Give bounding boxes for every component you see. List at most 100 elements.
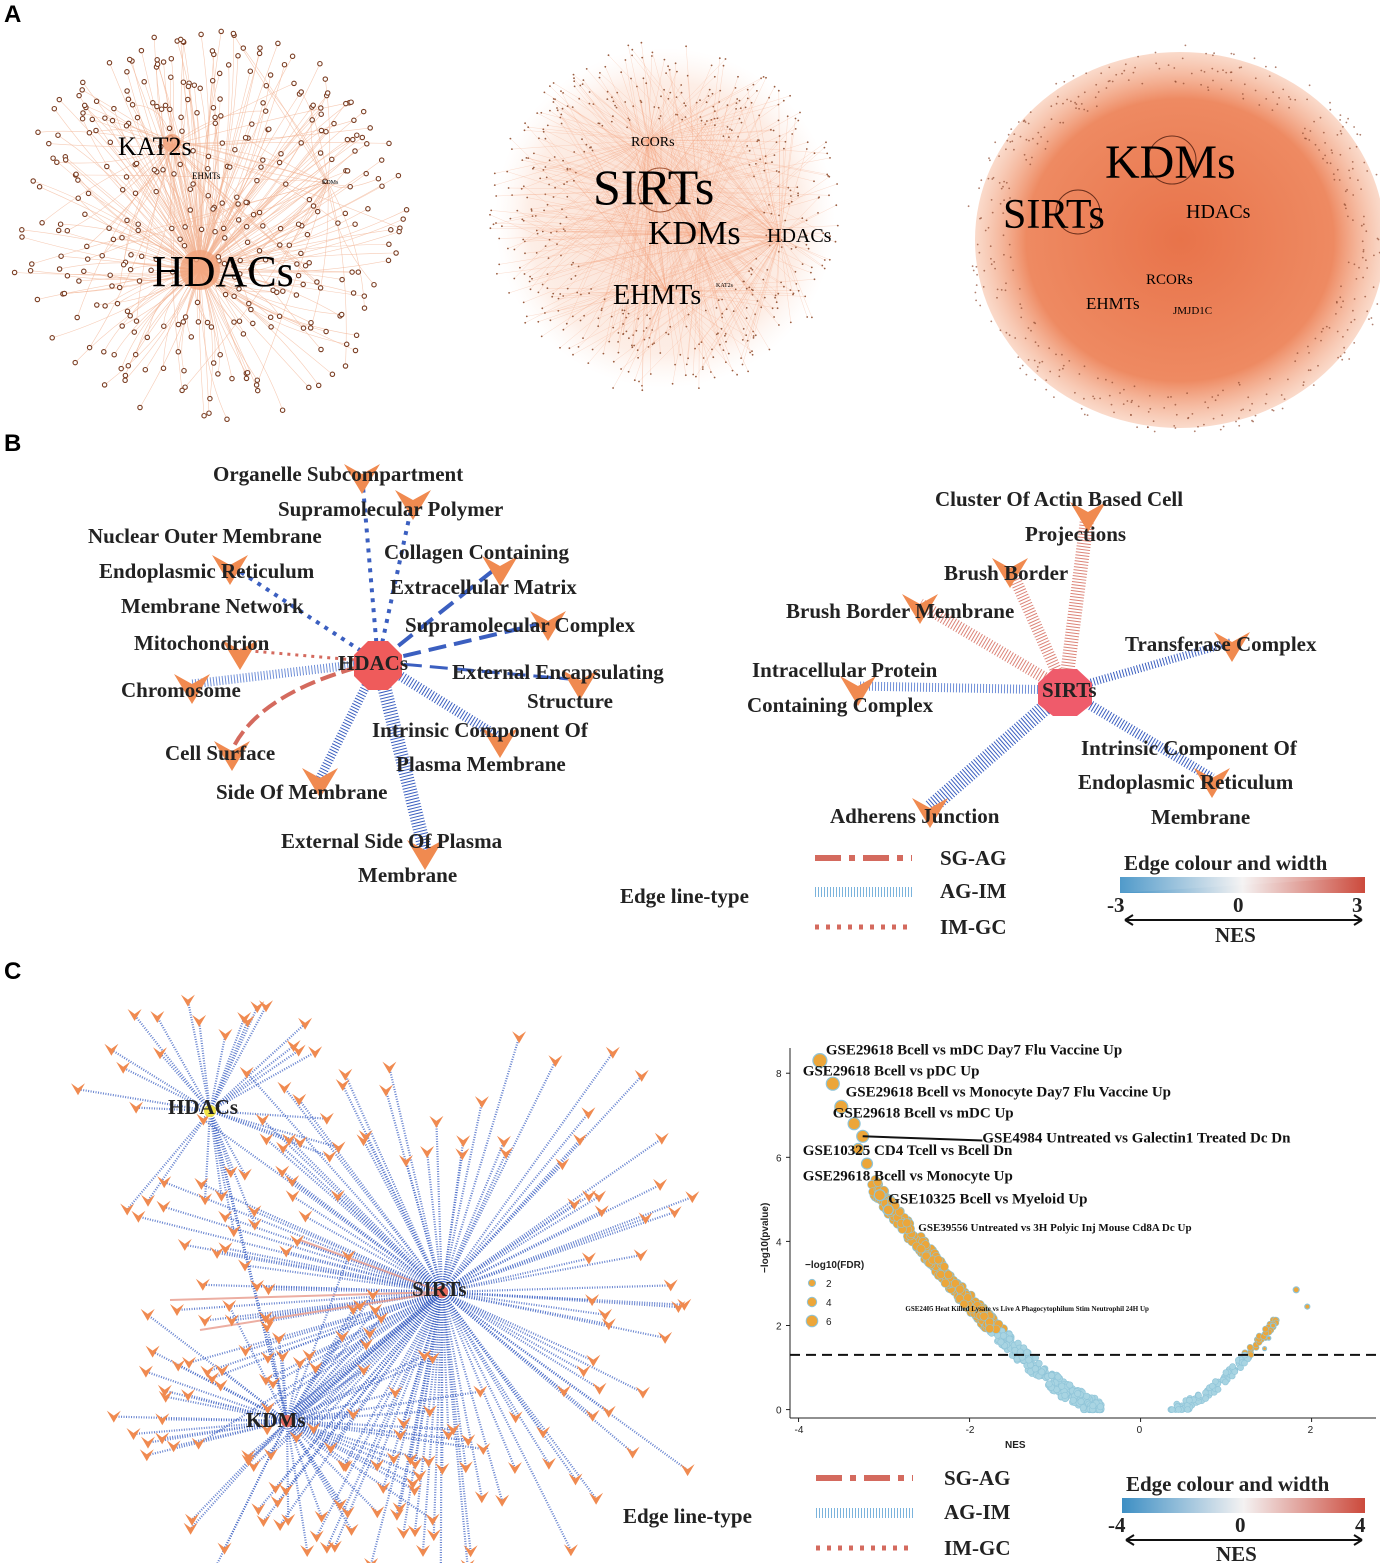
- a2-node: [762, 76, 765, 78]
- c-leaf-marker: [576, 1365, 591, 1378]
- c-leaf-marker: [499, 1147, 513, 1160]
- a2-node: [669, 91, 672, 94]
- a1-label-hdacs: HDACs: [152, 247, 294, 296]
- a2-node: [698, 343, 700, 346]
- a3-node: [1282, 88, 1285, 91]
- a2-edge: [522, 159, 661, 191]
- a2-edge: [628, 289, 667, 372]
- a3-node: [993, 261, 996, 263]
- a2-edge: [523, 220, 781, 239]
- a2-node: [729, 128, 731, 131]
- a3-node: [990, 257, 992, 260]
- a2-edge: [647, 139, 828, 154]
- a3-node: [1357, 179, 1359, 182]
- a1-node: [167, 106, 173, 113]
- a1-node: [260, 100, 266, 106]
- a3-node: [983, 269, 986, 272]
- a2-node: [523, 273, 526, 275]
- a3-node: [1034, 341, 1037, 344]
- a3-node: [1122, 403, 1125, 405]
- c-edge: [282, 1146, 443, 1293]
- a1-node: [248, 266, 254, 273]
- a2-edge: [737, 136, 781, 239]
- a2-edge: [647, 139, 815, 182]
- volcano-point: [895, 1207, 905, 1217]
- a3-node: [1278, 97, 1280, 99]
- a2-edge: [740, 108, 781, 239]
- a2-edge: [659, 170, 777, 191]
- a1-node: [185, 96, 191, 103]
- a2-edge: [538, 139, 649, 293]
- c-leaf-marker: [421, 1455, 436, 1468]
- c-edge: [281, 1355, 289, 1422]
- a3-node: [1158, 67, 1161, 70]
- a2-edge: [647, 139, 828, 175]
- a2-edge: [573, 74, 649, 141]
- a3-node: [1174, 427, 1177, 429]
- a3-node: [1034, 378, 1037, 381]
- a1-edge: [171, 144, 240, 322]
- a2-edge: [564, 184, 781, 239]
- c-leaf-marker: [150, 1011, 165, 1023]
- a3-node: [1024, 337, 1027, 340]
- a3-node: [1008, 334, 1011, 337]
- a1-node: [250, 320, 256, 327]
- a1-edge: [199, 103, 347, 271]
- a2-edge: [566, 216, 781, 239]
- a2-edge: [613, 237, 781, 362]
- a2-edge: [528, 127, 649, 141]
- a3-node: [1348, 169, 1350, 172]
- volcano-point-labeled: [852, 1142, 865, 1156]
- a3-node: [1005, 148, 1007, 151]
- a2-edge: [687, 75, 701, 233]
- a2-edge: [659, 189, 745, 282]
- a1-node: [365, 206, 371, 212]
- a2-edge: [647, 139, 789, 188]
- a2-edge: [567, 189, 661, 289]
- a2-node: [630, 77, 632, 80]
- a2-node: [617, 332, 620, 334]
- c-legend-linetype: Edge line-type SG-AG AG-IM IM-GC: [623, 1466, 1011, 1560]
- a2-node: [685, 45, 687, 48]
- a1-node: [122, 377, 128, 384]
- a3-node: [1037, 131, 1040, 134]
- a2-edge: [699, 231, 717, 308]
- a3-node: [1222, 425, 1225, 428]
- a2-node: [700, 119, 703, 122]
- a2-edge: [647, 139, 687, 327]
- c-hub-kdms-label: KDMs: [246, 1408, 306, 1432]
- a2-node: [562, 328, 565, 331]
- a2-node: [573, 77, 575, 80]
- a1-edge: [171, 83, 295, 146]
- a2-node: [571, 106, 574, 108]
- c-edge: [286, 1391, 396, 1423]
- a1-node: [194, 299, 201, 306]
- a2-node: [752, 335, 755, 337]
- a2-edge: [612, 231, 701, 389]
- a2-node: [797, 289, 800, 292]
- c-edge-hub: [208, 1110, 289, 1422]
- size-legend-label: 2: [826, 1279, 832, 1290]
- a2-hub-sirts: [637, 167, 683, 213]
- a2-node: [770, 212, 773, 215]
- a2-node: [730, 129, 733, 132]
- a3-node: [1173, 67, 1176, 69]
- b-term-endoplasmic-reticulum-right: Endoplasmic Reticulum: [1078, 770, 1294, 794]
- c-leaf-marker: [194, 1177, 209, 1190]
- c-edge: [156, 1016, 211, 1112]
- x-tick-label: -4: [795, 1425, 804, 1436]
- a2-node: [714, 124, 716, 127]
- a1-node: [132, 351, 139, 358]
- c-edge: [388, 1067, 444, 1293]
- a2-node: [659, 115, 662, 117]
- c-edge: [253, 1210, 443, 1294]
- a3-node: [1336, 168, 1339, 171]
- a2-edge: [647, 139, 751, 353]
- a2-label-kat2s: KAT2s: [716, 283, 734, 289]
- a3-node: [976, 243, 979, 246]
- a1-node: [50, 155, 56, 161]
- c-leaf-marker: [408, 1525, 422, 1538]
- a3-node: [976, 273, 978, 276]
- a1-node: [236, 318, 243, 324]
- a1-node: [89, 116, 96, 123]
